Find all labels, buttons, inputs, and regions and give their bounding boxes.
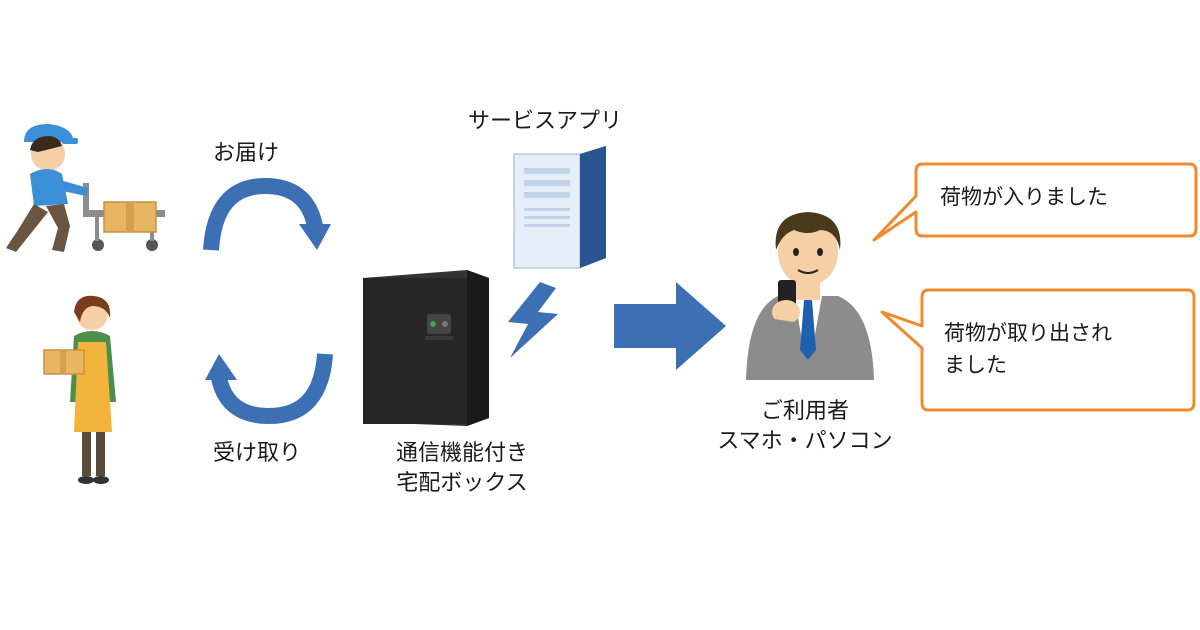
- notification-arrow-icon: [614, 282, 726, 370]
- bubble-taken-text-line2: ました: [944, 353, 1007, 377]
- box-label-line2: 宅配ボックス: [396, 471, 528, 496]
- bubble-arrived-text: 荷物が入りました: [940, 185, 1108, 209]
- delivery-box-icon: [363, 270, 489, 426]
- server-icon: [513, 146, 606, 269]
- recipient-person-icon: [43, 295, 116, 484]
- delivery-person-icon: [6, 124, 165, 252]
- box-label-line1: 通信機能付き: [395, 441, 528, 466]
- lightning-signal-icon: [508, 282, 558, 358]
- user-label-line2: スマホ・パソコン: [717, 429, 893, 454]
- pickup-label: 受け取り: [213, 441, 302, 466]
- delivery-label: お届け: [213, 141, 280, 166]
- bubble-taken-shape: [880, 288, 1196, 412]
- delivery-curved-arrow-icon: [203, 177, 331, 251]
- businessman-phone-icon: [746, 212, 874, 380]
- pickup-curved-arrow-icon: [205, 353, 333, 425]
- bubble-arrived-shape: [872, 162, 1198, 242]
- service-app-label: サービスアプリ: [468, 109, 623, 134]
- bubble-taken-text-line1: 荷物が取り出され: [944, 321, 1112, 345]
- user-label-line1: ご利用者: [760, 399, 849, 424]
